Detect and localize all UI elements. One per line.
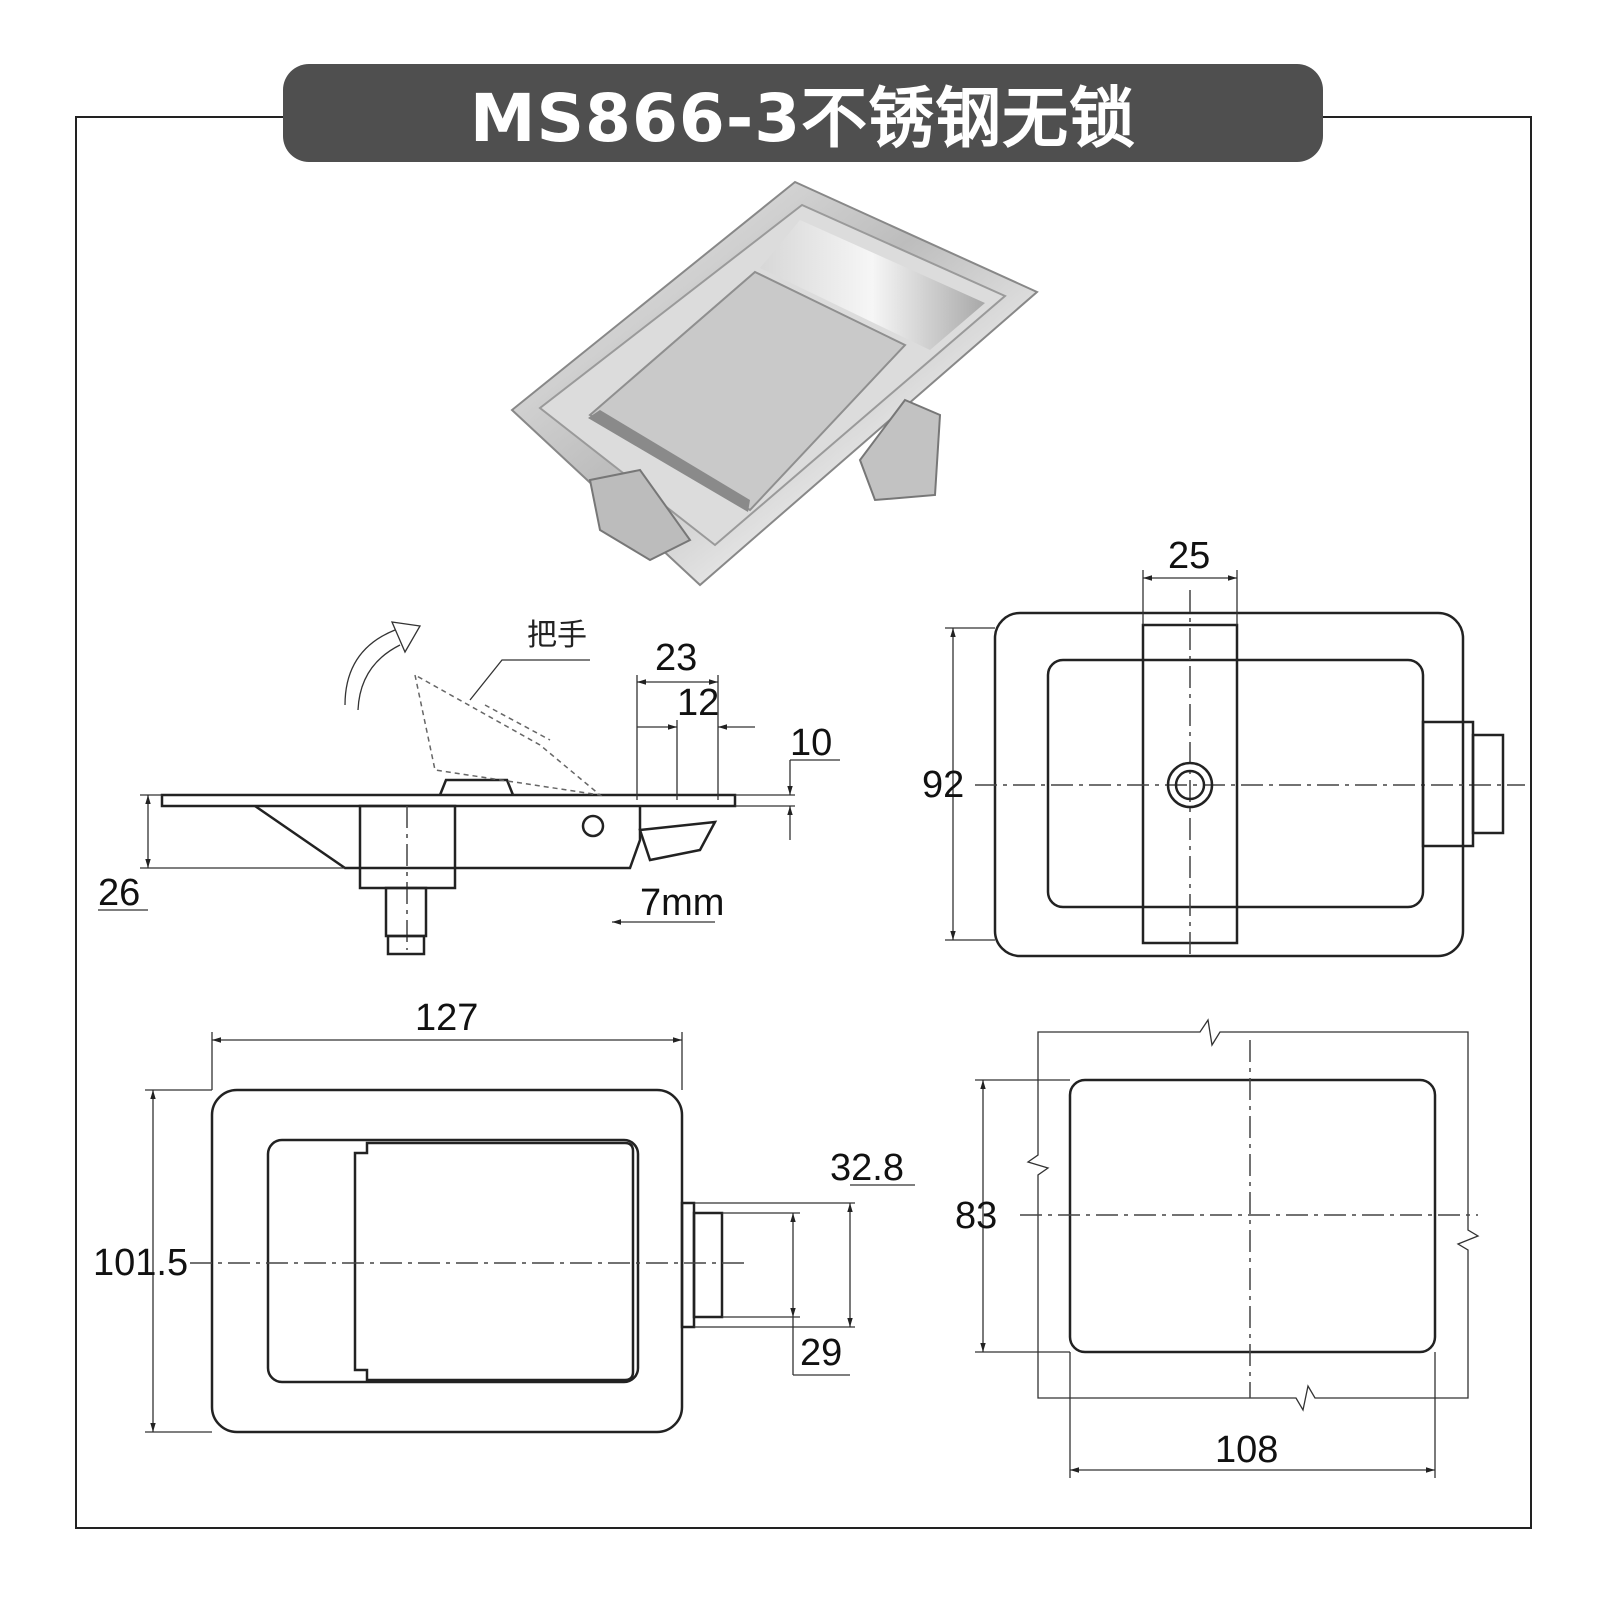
- dim-108: 108: [1215, 1429, 1278, 1471]
- product-photo: [510, 180, 1039, 587]
- dim-29: 29: [800, 1332, 842, 1374]
- dim-92: 92: [922, 764, 964, 806]
- travel-7mm: 7mm: [640, 882, 724, 924]
- dim-32-8: 32.8: [830, 1147, 904, 1189]
- cutout-view: 83 108: [955, 1018, 1480, 1478]
- dim-10: 10: [790, 722, 832, 764]
- handle-label: 把手: [527, 618, 587, 653]
- dim-127: 127: [415, 997, 478, 1039]
- side-view: 把手 23 12 10 26 7mm: [98, 618, 840, 956]
- dim-101-5: 101.5: [93, 1242, 188, 1284]
- dim-25: 25: [1168, 535, 1210, 577]
- dim-83: 83: [955, 1195, 997, 1237]
- dim-12: 12: [677, 682, 719, 724]
- title-text: MS866-3不锈钢无锁: [469, 80, 1137, 157]
- back-view: 25 92: [922, 535, 1525, 960]
- title-banner: MS866-3不锈钢无锁: [283, 64, 1323, 162]
- dim-23: 23: [655, 637, 697, 679]
- dim-26: 26: [98, 872, 140, 914]
- front-view: 127 101.5 32.8 29: [93, 997, 915, 1434]
